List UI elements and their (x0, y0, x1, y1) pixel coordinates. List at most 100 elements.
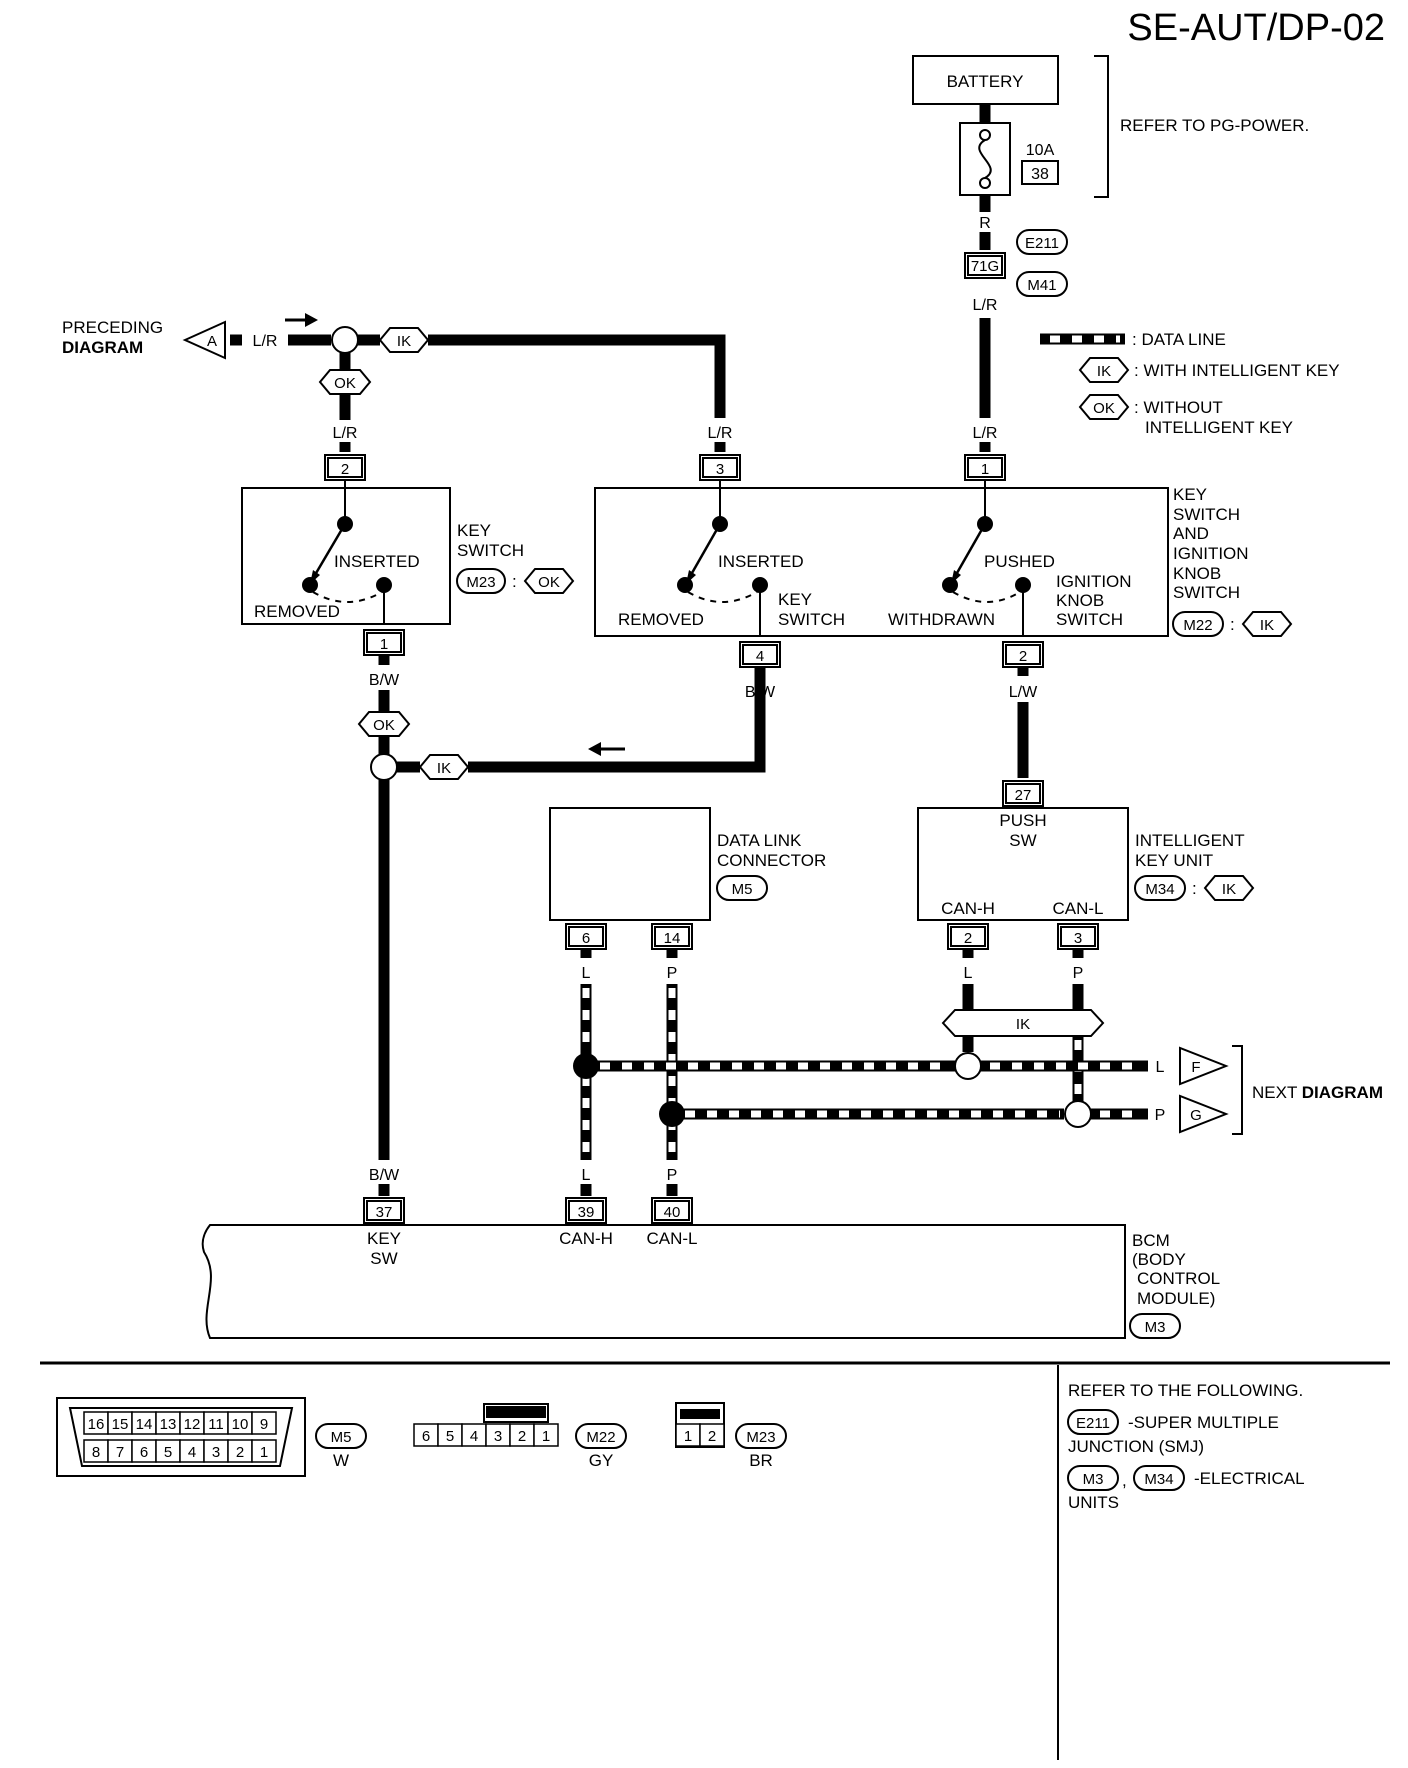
pin-4: 4 (739, 641, 781, 668)
wire-color-lr: L/R (333, 425, 358, 442)
m5-pin-number: 2 (236, 1444, 244, 1461)
ik-tag: IK (418, 754, 470, 780)
wire-color-p: P (1155, 1107, 1166, 1124)
m22-pin-number: 4 (470, 1428, 478, 1445)
m5-pin-number: 8 (92, 1444, 100, 1461)
wire-color-p: P (1073, 965, 1084, 982)
svg-text:INSERTED: INSERTED (718, 552, 804, 571)
svg-text:PUSHED: PUSHED (984, 552, 1055, 571)
svg-text:G: G (1190, 1107, 1202, 1124)
svg-text:M34: M34 (1145, 881, 1174, 898)
wire-color-l: L (964, 965, 973, 982)
pin-3: 3 (1057, 923, 1099, 950)
svg-text:OK: OK (334, 375, 356, 392)
m22-color: GY (589, 1451, 614, 1470)
bcm-m3: KEY SW CAN-H CAN-L (201, 1224, 1126, 1339)
m5-pin-number: 4 (188, 1444, 196, 1461)
svg-text:INSERTED: INSERTED (334, 552, 420, 571)
wire-color-lr: L/R (973, 297, 998, 314)
refer-heading: REFER TO THE FOLLOWING. (1068, 1381, 1303, 1400)
connector-m5-tag: M5 (315, 1423, 367, 1449)
preceding-diagram-arrow-a[interactable]: A (182, 320, 226, 360)
refer-pg-power: REFER TO PG-POWER. (1120, 116, 1309, 135)
svg-text:14: 14 (664, 930, 681, 947)
svg-text:M22: M22 (586, 1429, 615, 1446)
intelligent-key-unit-m34: PUSH SW CAN-H CAN-L (917, 807, 1129, 921)
m5-pin-number: 6 (140, 1444, 148, 1461)
wire-color-bw: B/W (369, 1167, 400, 1184)
svg-text:A: A (207, 333, 217, 350)
legend-ik-tag: IK : WITH INTELLIGENT KEY (1078, 357, 1340, 383)
key-switch-name: KEY (457, 521, 491, 540)
svg-text:IK: IK (1097, 363, 1111, 380)
m22-pin-number: 2 (518, 1428, 526, 1445)
junction-dot (659, 1101, 685, 1127)
connector-m23-tag: M23 : OK (456, 568, 575, 594)
svg-text:KEY: KEY (367, 1229, 401, 1248)
svg-text:SWITCH: SWITCH (778, 610, 845, 629)
svg-text::: : (512, 572, 517, 591)
battery: BATTERY (912, 55, 1059, 105)
svg-text:37: 37 (376, 1204, 393, 1221)
svg-text:M5: M5 (331, 1429, 352, 1446)
dlc-name: DATA LINK (717, 831, 802, 850)
svg-text:REMOVED: REMOVED (254, 602, 340, 621)
next-diagram-arrow-f[interactable]: F (1179, 1046, 1229, 1086)
pin-1: 1 (363, 629, 405, 656)
next-diagram-label[interactable]: NEXT DIAGRAM (1252, 1083, 1383, 1102)
svg-text:KNOB: KNOB (1056, 591, 1104, 610)
m5-pin-number: 12 (184, 1416, 201, 1433)
connector-m5-tag: M5 (716, 875, 768, 901)
wire-color-bw: B/W (369, 672, 400, 689)
connector-71g: 71G (964, 252, 1006, 279)
svg-text:38: 38 (1031, 166, 1049, 183)
dlc-name: CONNECTOR (717, 851, 826, 870)
m5-pin-number: 14 (136, 1416, 153, 1433)
m5-pin-cell (251, 1439, 277, 1463)
next-diagram-arrow-g[interactable]: G (1179, 1094, 1229, 1134)
wire-color-r: R (979, 215, 991, 232)
m22-name: SWITCH (1173, 505, 1240, 524)
pin-2: 2 (1002, 641, 1044, 668)
svg-text:M41: M41 (1027, 277, 1056, 294)
junction-open (331, 326, 359, 354)
svg-text:OK: OK (1093, 400, 1115, 417)
m22-pin-number: 3 (494, 1428, 502, 1445)
svg-text:M3: M3 (1083, 1471, 1104, 1488)
refer-comma: , (1122, 1471, 1127, 1490)
ok-tag: OK (318, 369, 372, 395)
junction-open (954, 1052, 982, 1080)
bcm-name: (BODY (1132, 1250, 1186, 1269)
m5-pin-number: 1 (260, 1444, 268, 1461)
svg-text:1: 1 (380, 636, 388, 653)
svg-text:1: 1 (981, 461, 989, 478)
pin-6: 6 (565, 923, 607, 950)
legend-ok-tag: OK : WITHOUT INTELLIGENT KEY (1078, 394, 1293, 437)
svg-text:OK: OK (373, 717, 395, 734)
svg-text:27: 27 (1015, 787, 1032, 804)
m22-name: SWITCH (1173, 583, 1240, 602)
arrow-head-icon (588, 742, 601, 756)
refer-bracket (1094, 55, 1109, 198)
svg-text:39: 39 (578, 1204, 595, 1221)
m5-pin-number: 13 (160, 1416, 177, 1433)
bcm-name: MODULE) (1137, 1289, 1215, 1308)
svg-text:M22: M22 (1183, 617, 1212, 634)
m5-pin-number: 7 (116, 1444, 124, 1461)
svg-text:71G: 71G (971, 258, 999, 275)
svg-text:PUSH: PUSH (999, 811, 1046, 830)
connector-e211-tag: E211 (1067, 1409, 1119, 1435)
fuse (959, 122, 1011, 196)
svg-text:INTELLIGENT KEY: INTELLIGENT KEY (1145, 418, 1293, 437)
svg-text:M23: M23 (466, 574, 495, 591)
preceding-label: PRECEDING (62, 318, 163, 337)
svg-text:KEY: KEY (778, 590, 812, 609)
wire-color-lr: L/R (253, 333, 278, 350)
svg-text:M5: M5 (732, 881, 753, 898)
ik-wide-tag: IK (941, 1009, 1105, 1037)
arrow-head-icon (305, 313, 318, 327)
wire-color-lr: L/R (973, 425, 998, 442)
bcm-name: BCM (1132, 1231, 1170, 1250)
